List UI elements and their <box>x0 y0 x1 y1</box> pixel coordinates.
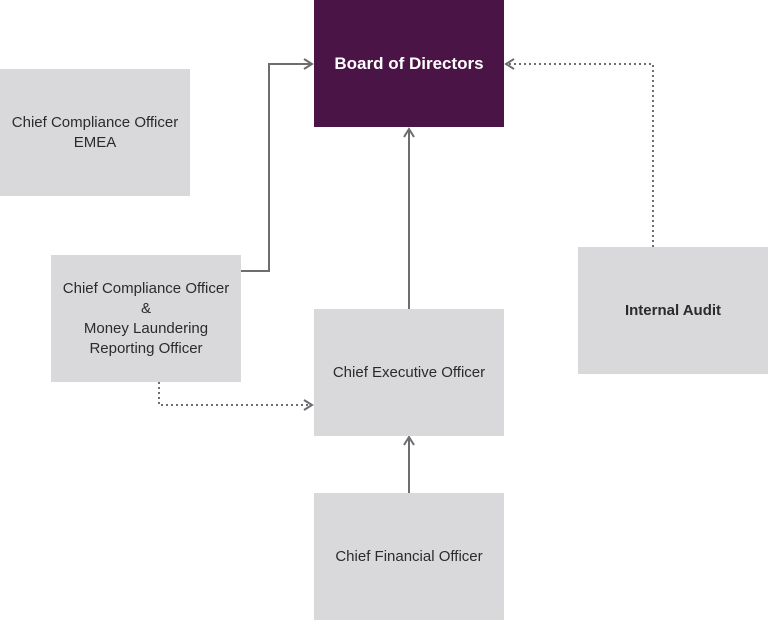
node-cco-mlro-label: Chief Compliance Officer & Money Launder… <box>62 279 230 357</box>
node-board-of-directors-label: Board of Directors <box>334 53 484 73</box>
node-chief-executive-officer: Chief Executive Officer <box>314 309 504 436</box>
edge-cco-mlro-to-ceo <box>158 382 314 411</box>
node-internal-audit: Internal Audit <box>578 247 768 374</box>
node-chief-financial-officer: Chief Financial Officer <box>314 493 504 620</box>
node-chief-executive-officer-label: Chief Executive Officer <box>332 363 486 381</box>
node-board-of-directors: Board of Directors <box>314 0 504 127</box>
node-chief-financial-officer-label: Chief Financial Officer <box>335 547 483 565</box>
node-cco-emea: Chief Compliance Officer EMEA <box>0 69 190 196</box>
node-cco-emea-label: Chief Compliance Officer EMEA <box>11 113 179 151</box>
node-cco-mlro: Chief Compliance Officer & Money Launder… <box>51 255 241 382</box>
node-internal-audit-label: Internal Audit <box>624 301 722 319</box>
edge-cco-mlro-to-board <box>241 58 314 272</box>
edge-audit-to-board <box>504 58 654 247</box>
